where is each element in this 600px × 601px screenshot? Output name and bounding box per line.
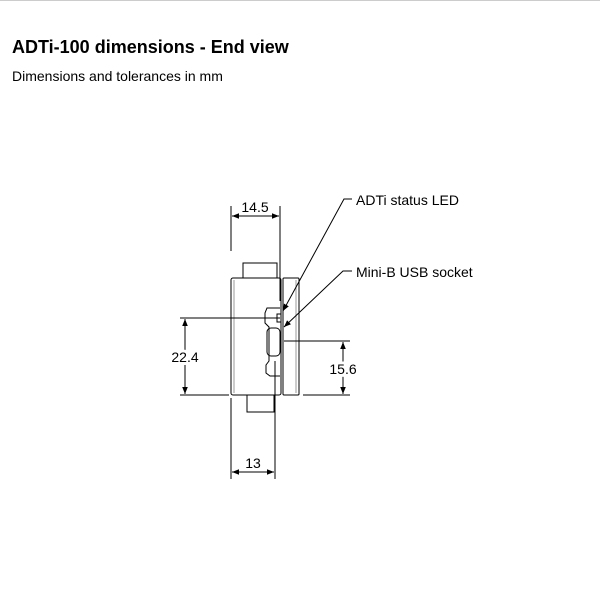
dim-top-label: 14.5 (241, 199, 268, 215)
page-subtitle: Dimensions and tolerances in mm (12, 68, 223, 84)
dim-right-label: 15.6 (329, 361, 356, 377)
dim-left (180, 317, 280, 396)
dim-right (284, 340, 350, 396)
device-body (230, 262, 300, 413)
usb-socket (266, 327, 281, 357)
page-title: ADTi-100 dimensions - End view (12, 37, 289, 57)
usb-leader (283, 270, 352, 328)
dim-top (230, 206, 281, 301)
dim-bottom-label: 13 (245, 455, 261, 471)
led-leader (282, 198, 352, 312)
dim-left-label: 22.4 (171, 349, 198, 365)
dim-bottom (230, 361, 276, 479)
led-callout: ADTi status LED (356, 192, 459, 208)
usb-callout: Mini-B USB socket (356, 264, 473, 280)
